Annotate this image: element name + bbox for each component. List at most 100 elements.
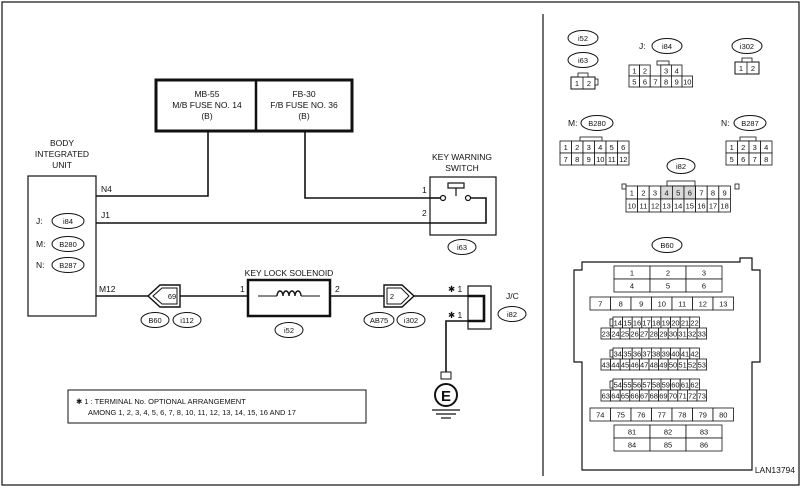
pin-number: 3 (753, 143, 757, 152)
pin-number: 51 (678, 360, 686, 369)
pin-number: 2 (643, 66, 647, 75)
pin-n4: N4 (101, 184, 112, 194)
pin-number: 2 (575, 143, 579, 152)
pin-number: 4 (665, 188, 669, 197)
pin-number: 1 (730, 143, 734, 152)
svg-text:B60: B60 (148, 316, 161, 325)
diagram-id: LAN13794 (755, 465, 795, 475)
pin-number: 16 (697, 201, 705, 210)
pin-number: 55 (623, 380, 631, 389)
pin-cell (718, 198, 731, 213)
svg-text:M/B FUSE NO. 14: M/B FUSE NO. 14 (172, 100, 242, 110)
svg-text:M:: M: (568, 118, 577, 128)
pin-number: 47 (640, 360, 648, 369)
jc-pin-mark-1: ✱ 1 (448, 284, 462, 294)
jc-bus (468, 294, 486, 323)
fuse-block (154, 78, 354, 133)
pin-number: 24 (611, 329, 619, 338)
body-unit-connector-j: J: i84 (36, 213, 85, 229)
pin-number: 5 (610, 143, 614, 152)
pin-cell (685, 278, 723, 293)
pin-number: 5 (730, 155, 734, 164)
svg-text:B280: B280 (59, 240, 77, 249)
pin-number: 48 (650, 360, 658, 369)
joint-connector (467, 285, 492, 330)
pin-number: 20 (671, 318, 679, 327)
svg-text:B287: B287 (59, 261, 77, 270)
pin-number: 14 (614, 318, 622, 327)
svg-text:2: 2 (751, 64, 755, 73)
pin-number: 29 (659, 329, 667, 338)
pin-number: 11 (608, 155, 616, 164)
svg-text:i63: i63 (578, 56, 588, 65)
pin-number: 76 (637, 410, 645, 419)
svg-text:1: 1 (739, 64, 743, 73)
pin-cell (696, 327, 708, 340)
pin-number: 52 (688, 360, 696, 369)
svg-text:i52: i52 (578, 34, 588, 43)
pin-number: 30 (669, 329, 677, 338)
pin-number: 34 (614, 349, 622, 358)
svg-text:E: E (441, 388, 451, 405)
svg-text:KEY WARNING: KEY WARNING (432, 152, 492, 162)
pin-number: 83 (700, 427, 708, 436)
pin-number: 11 (678, 299, 686, 308)
svg-text:B60: B60 (660, 241, 673, 250)
svg-text:FB-30: FB-30 (292, 89, 315, 99)
pin-number: 39 (662, 349, 670, 358)
pin-number: 63 (602, 391, 610, 400)
pin-number: 1 (632, 66, 636, 75)
pin-number: 5 (676, 188, 680, 197)
pin-number: 7 (598, 299, 602, 308)
pin-number: 64 (611, 391, 619, 400)
wire-n4 (96, 131, 209, 197)
pin-number: 69 (659, 391, 667, 400)
pin-number: 72 (688, 391, 696, 400)
pin-number: 5 (666, 281, 670, 290)
jc-connector-i82: i82 (497, 306, 527, 322)
pin-number: 4 (764, 143, 768, 152)
pin-number: 79 (699, 410, 707, 419)
pin-number: 53 (698, 360, 706, 369)
left-plug-connector-b60: B60 (140, 312, 170, 328)
pin-cell (696, 358, 708, 371)
pin-number: 84 (628, 440, 636, 449)
pin-number: 8 (711, 188, 715, 197)
key-lock-solenoid (246, 278, 332, 318)
pin-number: 17 (642, 318, 650, 327)
pin-number: 9 (723, 188, 727, 197)
pin-number: 12 (699, 299, 707, 308)
pin-number: 10 (683, 77, 691, 86)
svg-text:(B): (B) (201, 111, 213, 121)
pin-number: 33 (698, 329, 706, 338)
pin-number: 35 (623, 349, 631, 358)
svg-text:BODY: BODY (50, 138, 74, 148)
pin-number: 65 (621, 391, 629, 400)
pin-number: 3 (653, 188, 657, 197)
pin-number: 5 (632, 77, 636, 86)
pin-number: 8 (764, 155, 768, 164)
svg-text:UNIT: UNIT (52, 160, 72, 170)
switch-contacts (430, 182, 487, 224)
pin-number: 85 (664, 440, 672, 449)
connector-view-i63: i63 1 2 (567, 52, 599, 90)
pin-number: 22 (690, 318, 698, 327)
pin-number: 2 (666, 268, 670, 277)
right-plug-connector-ab75: AB75 (363, 312, 395, 328)
svg-text:i82: i82 (676, 162, 686, 171)
pin-number: 6 (702, 281, 706, 290)
switch-pin-2: 2 (422, 208, 427, 218)
svg-text:J:: J: (639, 41, 646, 51)
pin-number: 37 (642, 349, 650, 358)
pin-cell (681, 75, 694, 88)
svg-text:B280: B280 (588, 119, 606, 128)
pin-number: 15 (686, 201, 694, 210)
body-integrated-unit-title: BODY INTEGRATED UNIT (35, 138, 89, 170)
pin-number: 60 (671, 380, 679, 389)
switch-connector-i63: i63 (447, 239, 477, 255)
pin-number: 19 (662, 318, 670, 327)
svg-text:i302: i302 (740, 42, 754, 51)
